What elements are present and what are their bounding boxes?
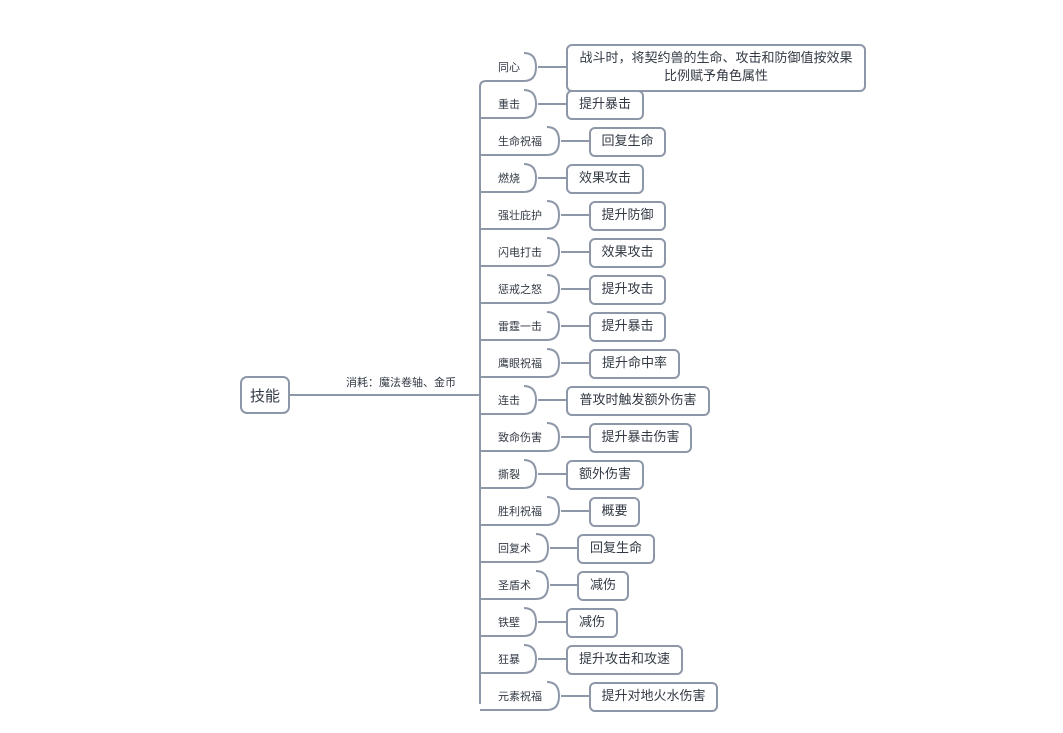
leaf-node[interactable]: 提升暴击 [566, 90, 644, 120]
branch-label[interactable]: 同心 [498, 61, 520, 74]
bracket-line [523, 607, 538, 637]
edge-label: 消耗：魔法卷轴、金币 [346, 376, 456, 389]
leaf-node[interactable]: 提升暴击 [589, 312, 666, 342]
root-node[interactable]: 技能 [240, 376, 290, 414]
bracket-line [523, 644, 538, 674]
bracket-line [523, 459, 538, 489]
leaf-node-label: 回复生命 [601, 134, 654, 149]
bracket-line [523, 89, 538, 119]
leaf-node-label: 回复生命 [589, 541, 642, 556]
branch-label[interactable]: 重击 [498, 98, 520, 111]
leaf-node-label: 普攻时触发额外伤害 [579, 393, 697, 408]
leaf-node[interactable]: 普攻时触发额外伤害 [566, 386, 710, 416]
leaf-node[interactable]: 效果攻击 [566, 164, 644, 194]
leaf-node-label: 提升防御 [601, 208, 654, 223]
leaf-node[interactable]: 提升防御 [589, 201, 666, 231]
branch-label[interactable]: 狂暴 [498, 653, 520, 666]
branch-label[interactable]: 惩戒之怒 [498, 283, 542, 296]
leaf-node-label: 提升攻击 [601, 282, 654, 297]
bracket-line [546, 422, 561, 452]
branch-label[interactable]: 撕裂 [498, 468, 520, 481]
branch-label[interactable]: 强壮庇护 [498, 209, 542, 222]
leaf-node[interactable]: 额外伤害 [566, 460, 644, 490]
branch-label[interactable]: 燃烧 [498, 172, 520, 185]
bracket-line [546, 496, 561, 526]
branch-label[interactable]: 致命伤害 [498, 431, 542, 444]
bracket-line [546, 274, 561, 304]
leaf-node-label: 减伤 [578, 615, 605, 630]
leaf-node[interactable]: 概要 [589, 497, 640, 527]
leaf-node-label: 概要 [601, 504, 628, 519]
bracket-line [546, 126, 561, 156]
branch-label[interactable]: 圣盾术 [498, 579, 531, 592]
bracket-line [546, 348, 561, 378]
leaf-node-label: 提升攻击和攻速 [578, 652, 670, 667]
leaf-node[interactable]: 回复生命 [577, 534, 655, 564]
branch-label[interactable]: 连击 [498, 394, 520, 407]
bracket-line [546, 200, 561, 230]
leaf-node-label: 额外伤害 [578, 467, 631, 482]
leaf-node[interactable]: 提升攻击 [589, 275, 666, 305]
leaf-node-label: 战斗时，将契约兽的生命、攻击和防御值按效果比例赋予角色属性 [579, 51, 853, 84]
bracket-line [523, 52, 538, 82]
bracket-line [546, 311, 561, 341]
bracket-line [546, 237, 561, 267]
leaf-node-label: 提升命中率 [601, 356, 667, 371]
branch-label[interactable]: 胜利祝福 [498, 505, 542, 518]
bracket-line [523, 163, 538, 193]
branch-label[interactable]: 生命祝福 [498, 135, 542, 148]
bracket-line [523, 385, 538, 415]
leaf-node-label: 提升暴击 [601, 319, 654, 334]
leaf-node[interactable]: 回复生命 [589, 127, 666, 157]
leaf-node[interactable]: 效果攻击 [589, 238, 666, 268]
leaf-node[interactable]: 减伤 [577, 571, 629, 601]
leaf-node[interactable]: 提升攻击和攻速 [566, 645, 683, 675]
leaf-node[interactable]: 提升命中率 [589, 349, 680, 379]
branch-label[interactable]: 铁壁 [498, 616, 520, 629]
leaf-node[interactable]: 减伤 [566, 608, 618, 638]
root-node-label: 技能 [249, 386, 280, 405]
branch-label[interactable]: 闪电打击 [498, 246, 542, 259]
leaf-node-label: 提升暴击 [578, 97, 631, 112]
leaf-node-label: 提升暴击伤害 [601, 430, 680, 445]
leaf-node-label: 减伤 [589, 578, 616, 593]
branch-label[interactable]: 鹰眼祝福 [498, 357, 542, 370]
leaf-node-label: 效果攻击 [601, 245, 654, 260]
branch-line [479, 80, 524, 88]
bracket-line [535, 533, 550, 563]
branch-label[interactable]: 回复术 [498, 542, 531, 555]
leaf-node[interactable]: 提升对地火水伤害 [589, 682, 718, 712]
leaf-node-label: 效果攻击 [578, 171, 631, 186]
bracket-line [546, 681, 561, 711]
bracket-line [535, 570, 550, 600]
leaf-node[interactable]: 战斗时，将契约兽的生命、攻击和防御值按效果比例赋予角色属性 [566, 44, 866, 92]
branch-label[interactable]: 雷霆一击 [498, 320, 542, 333]
leaf-node[interactable]: 提升暴击伤害 [589, 423, 692, 453]
leaf-node-label: 提升对地火水伤害 [601, 689, 706, 704]
branch-label[interactable]: 元素祝福 [498, 690, 542, 703]
